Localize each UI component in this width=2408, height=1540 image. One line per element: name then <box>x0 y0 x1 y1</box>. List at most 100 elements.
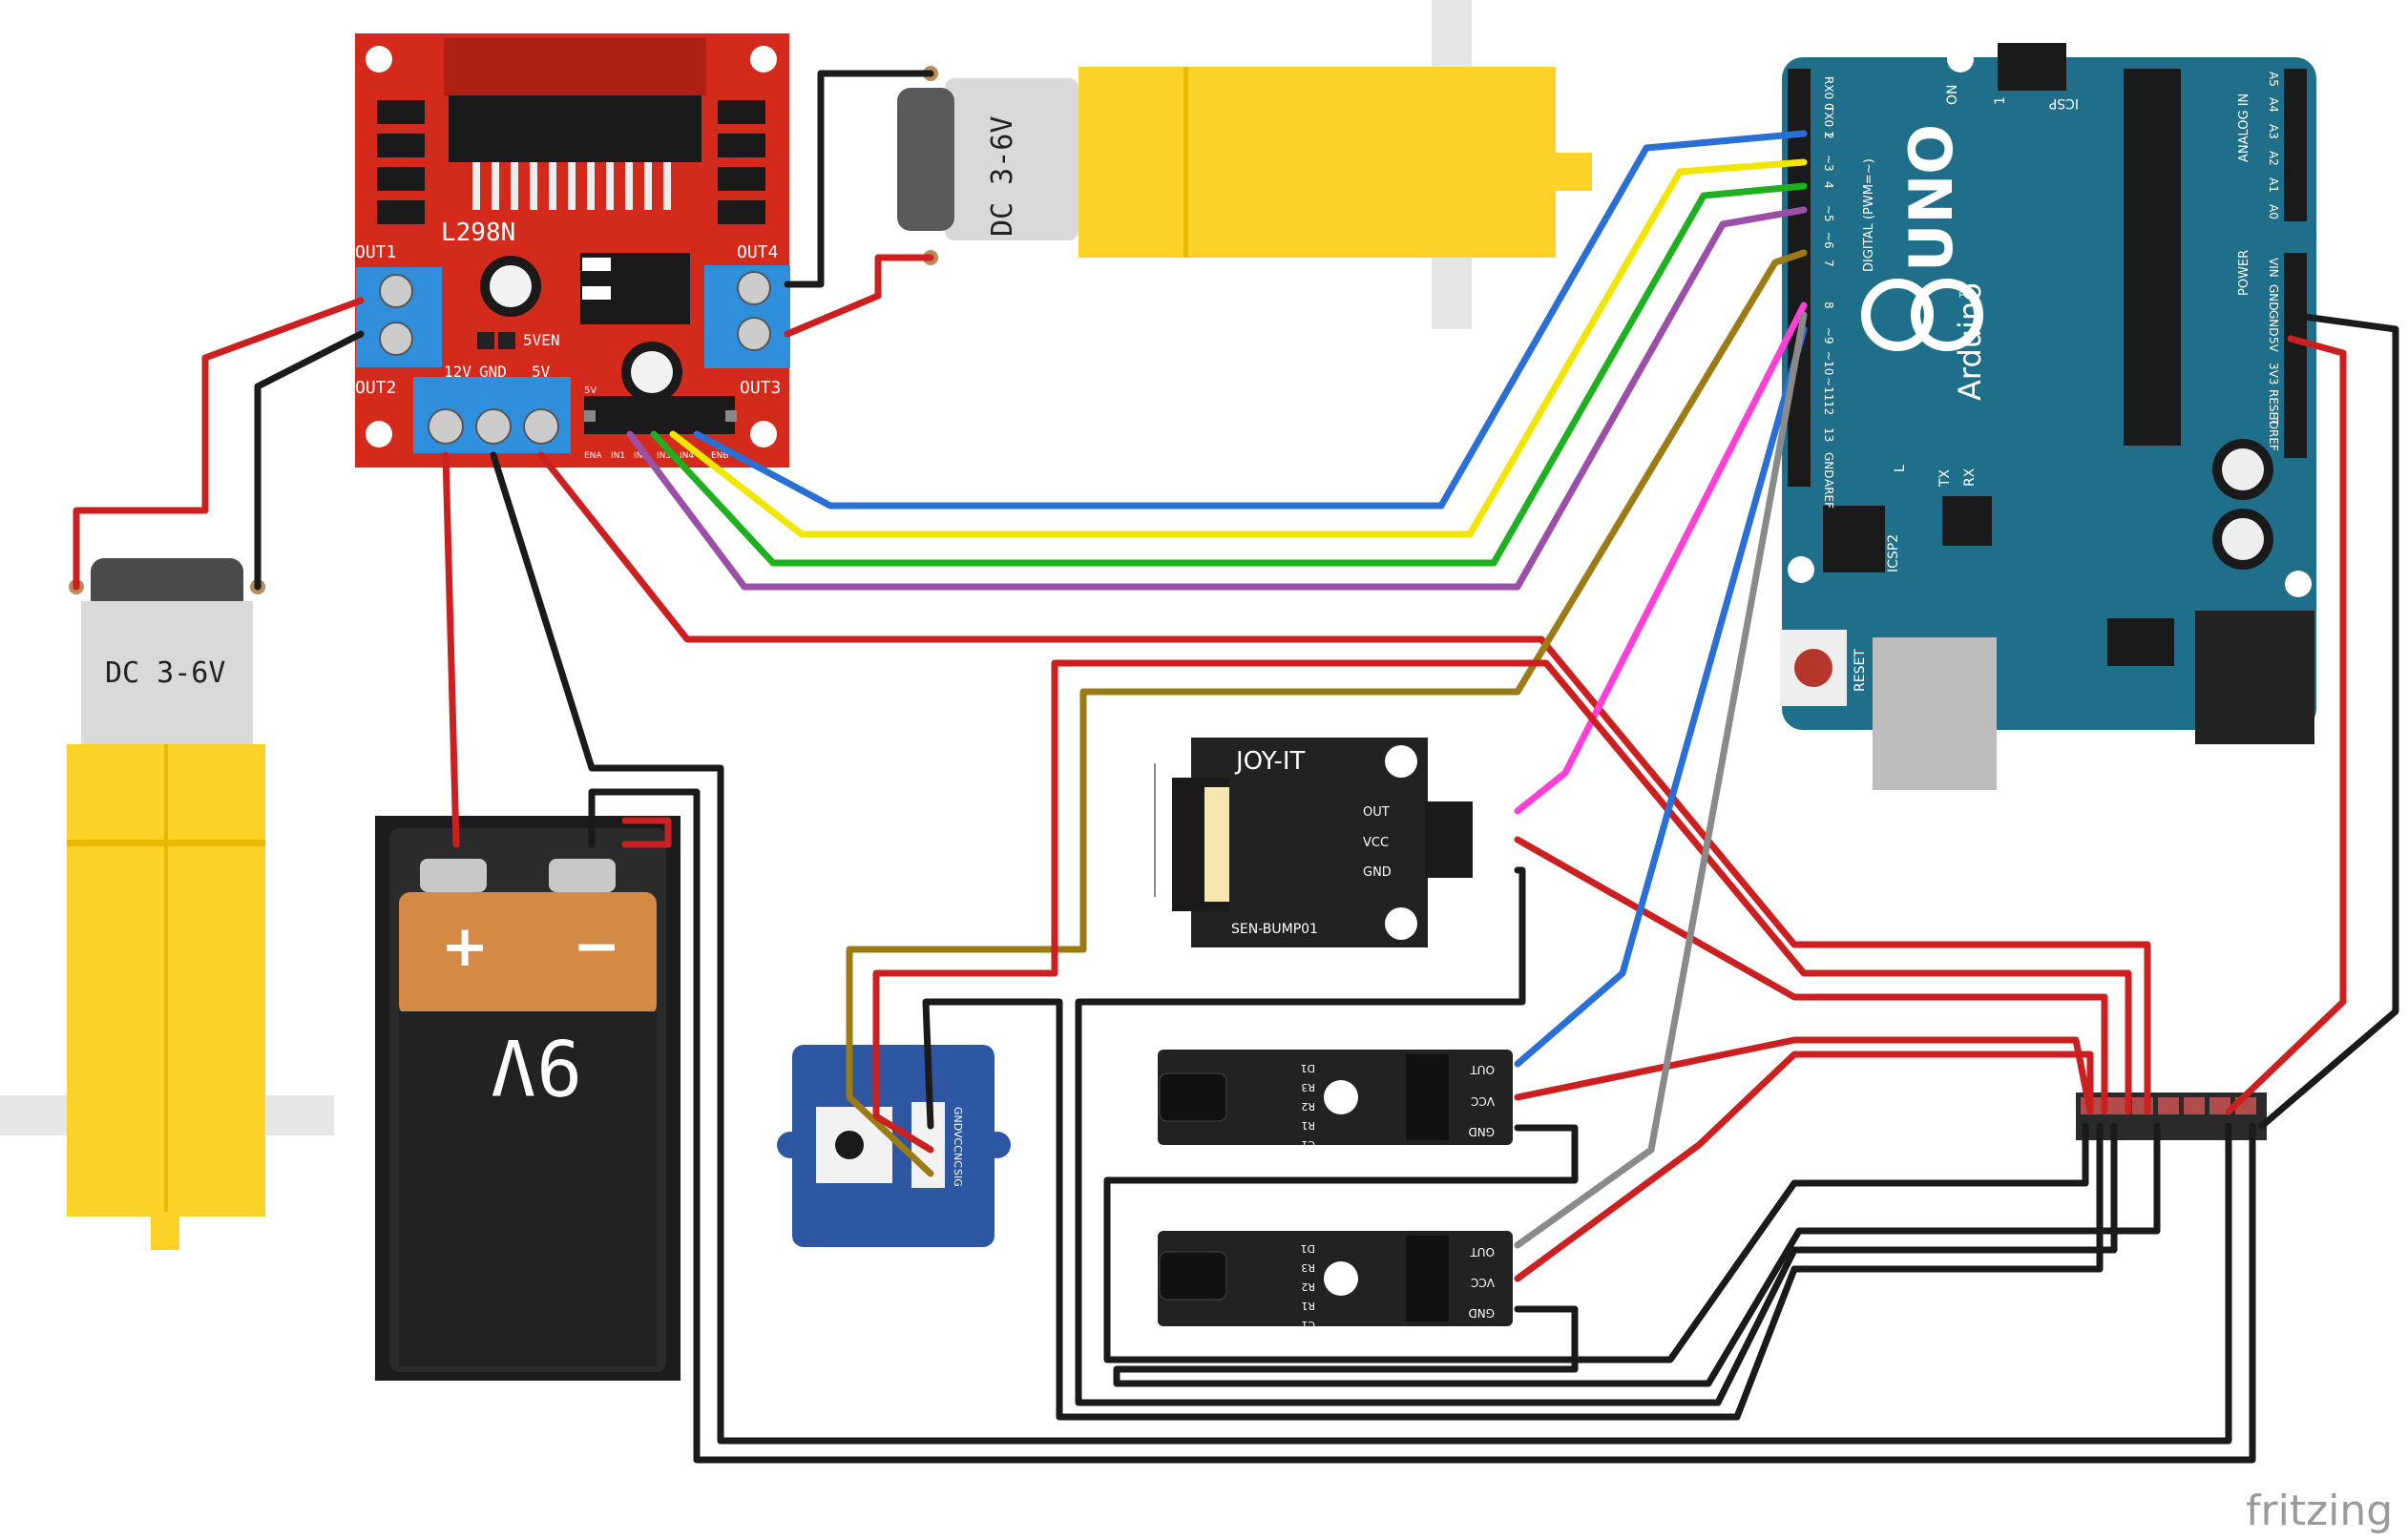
power-pin-vin: VIN <box>2267 258 2280 278</box>
wires <box>73 70 2399 1464</box>
line-2-vcc: VCC <box>1471 1276 1495 1289</box>
line-1-part-c1: C1 <box>1301 1138 1315 1151</box>
analog-pin-a2: A2 <box>2267 151 2280 166</box>
analog-pin-a0: A0 <box>2267 204 2280 219</box>
battery-voltage: 9V <box>491 1022 582 1111</box>
line-1-part-r3: R3 <box>1301 1081 1315 1093</box>
wire-in4-purple <box>626 206 1808 591</box>
arduino-power-pin-labels: VIN GND GND 5V 3V3 RESET IOREF <box>2267 258 2280 451</box>
line-sensor-2: D1 R3 R2 R1 C1 OUT VCC GND <box>1158 1231 1513 1331</box>
wire-out1-red <box>73 297 365 591</box>
line-2-out: OUT <box>1470 1245 1495 1259</box>
wire-grove-sig-brown <box>846 249 1808 1177</box>
wire-12v-red <box>442 451 460 848</box>
l298n-title: L298N <box>441 219 515 247</box>
arduino-digital-label: DIGITAL (PWM=~) <box>1862 158 1876 272</box>
wire-line1-vcc-red <box>1514 1036 2094 1115</box>
arduino-power-label: POWER <box>2237 250 2251 296</box>
grove-pin-gnd: GND <box>952 1107 964 1131</box>
battery-9v: + − 9V <box>375 816 681 1381</box>
arduino-icsp-label: ICSP <box>2049 95 2079 111</box>
l298n-12v-label: 12V <box>444 363 471 381</box>
l298n-driver: L298N OUT1 OUT4 OUT2 OUT3 12V GND 5V 5VE… <box>355 33 790 468</box>
arduino-brand: Arduino <box>1952 282 1988 401</box>
digital-pin-aref: AREF <box>1822 479 1835 509</box>
digital-pin-12: 12 <box>1822 401 1835 415</box>
arduino-l-label: L <box>1893 465 1908 472</box>
grove-sensor: GND VCC NC SIG <box>777 1045 1011 1247</box>
arduino-icsp2-label: ICSP2 <box>1886 534 1901 572</box>
wire-line2-vcc-red <box>1514 1051 2094 1282</box>
analog-pin-a5: A5 <box>2267 72 2280 87</box>
line-1-part-d1: D1 <box>1301 1062 1315 1074</box>
line-2-gnd: GND <box>1468 1306 1495 1320</box>
arduino-analog-label: ANALOG IN <box>2237 94 2251 162</box>
power-pin-ioref: IOREF <box>2267 417 2280 451</box>
wire-grove-gnd-black <box>922 998 2104 1421</box>
wire-in3-green <box>650 182 1808 567</box>
grove-pin-nc: NC <box>952 1153 964 1168</box>
line-2-part-d1: D1 <box>1301 1242 1315 1255</box>
l298n-ena-label: ENA <box>584 451 602 461</box>
wire-line1-gnd-black <box>1103 1122 2089 1363</box>
digital-pin-9: ~9 <box>1822 327 1835 344</box>
battery-minus: − <box>573 913 620 980</box>
line-2-part-c1: C1 <box>1301 1319 1315 1331</box>
line-1-out: OUT <box>1470 1063 1495 1076</box>
left-motor: DC 3-6V <box>0 558 334 1250</box>
analog-pin-a3: A3 <box>2267 124 2280 139</box>
wire-grove-vcc-red <box>872 659 2132 1154</box>
l298n-in3-label: IN3 <box>657 451 671 461</box>
line-2-part-r2: R2 <box>1301 1280 1315 1293</box>
top-motor: DC 3-6V <box>897 0 1592 329</box>
wire-out1-black <box>254 330 365 591</box>
line-1-vcc: VCC <box>1471 1094 1495 1108</box>
l298n-in4-label: IN4 <box>680 451 694 461</box>
bump-sensor-vcc: VCC <box>1363 836 1389 850</box>
bump-sensor-brand: JOY-IT <box>1234 747 1306 776</box>
digital-pin-1: TX0 1 <box>1822 104 1835 138</box>
line-1-gnd: GND <box>1468 1125 1495 1138</box>
arduino-on-label: ON <box>1945 85 1960 106</box>
arduino-1-label: 1 <box>1993 96 2008 105</box>
wire-batt-jumper <box>621 817 672 848</box>
l298n-gnd-label: GND <box>479 363 507 381</box>
wire-gnd-black <box>490 451 2232 1445</box>
line-2-part-r3: R3 <box>1301 1261 1315 1274</box>
arduino-rx-label: RX <box>1962 468 1978 487</box>
arduino-model: UNO <box>1896 124 1966 272</box>
breadboard-header <box>2076 1093 2267 1140</box>
digital-pin-3: ~3 <box>1822 155 1835 172</box>
battery-plus: + <box>441 913 489 980</box>
l298n-in2-label: IN2 <box>634 451 648 461</box>
l298n-5v-small-label: 5V <box>584 385 597 396</box>
power-pin-gnd1: GND <box>2267 284 2280 311</box>
wire-bump-gnd-black <box>1075 866 2118 1406</box>
bump-sensor-gnd: GND <box>1363 865 1392 880</box>
arduino-tm: TM <box>1958 283 1969 299</box>
arduino-digital-pin-labels: RX0 0 TX0 1 2 ~3 4 ~5 ~6 7 8 ~9 ~10 ~11 … <box>1822 76 1835 509</box>
analog-pin-a4: A4 <box>2267 97 2280 113</box>
analog-pin-a1: A1 <box>2267 177 2280 193</box>
digital-pin-0: RX0 0 <box>1822 76 1835 111</box>
grove-pin-sig: SIG <box>952 1169 964 1187</box>
digital-pin-2: 2 <box>1822 132 1835 139</box>
line-2-part-r1: R1 <box>1301 1300 1315 1312</box>
bump-sensor-out: OUT <box>1363 805 1390 820</box>
l298n-out4-label: OUT4 <box>737 242 778 262</box>
wire-in2-yellow <box>669 158 1808 538</box>
l298n-5ven-label: 5VEN <box>523 331 560 349</box>
power-pin-gnd2: GND <box>2267 310 2280 337</box>
wire-bump-out-magenta <box>1514 302 1808 815</box>
wire-bump-vcc-red <box>1514 836 2108 1115</box>
line-1-part-r2: R2 <box>1301 1100 1315 1113</box>
wire-5v-red <box>537 451 2151 1115</box>
grove-pin-vcc: VCC <box>952 1131 964 1153</box>
arduino-tx-label: TX <box>1937 468 1953 488</box>
l298n-enb-label: ENB <box>711 451 729 461</box>
wire-line1-out-blue <box>1514 325 1808 1068</box>
l298n-5v-label: 5V <box>532 363 551 381</box>
digital-pin-8: 8 <box>1822 302 1835 309</box>
wire-out4-black <box>784 70 934 288</box>
